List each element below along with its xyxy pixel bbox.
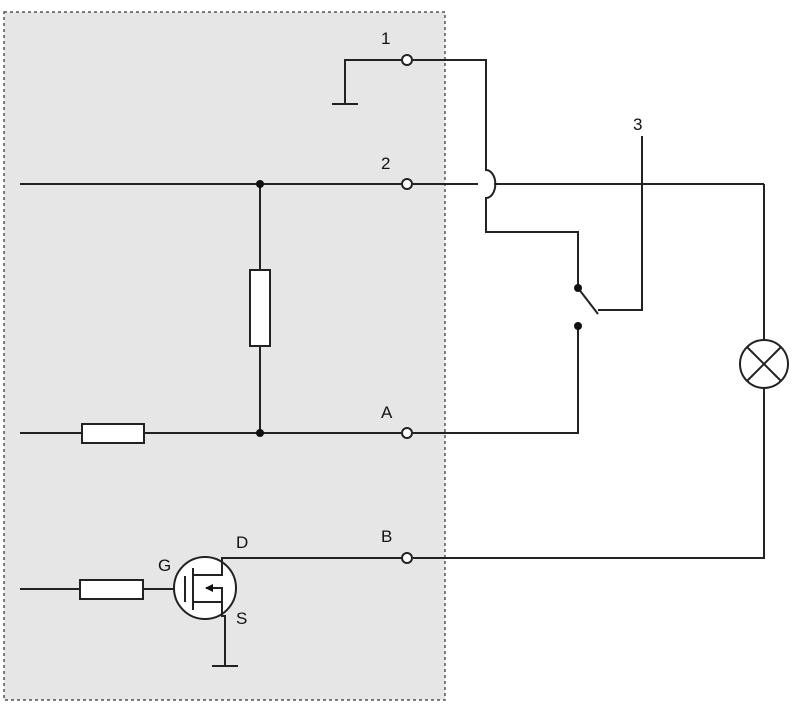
terminal-2 [401, 178, 413, 190]
terminal-b [401, 552, 413, 564]
wire-terminal-1-to-switch [413, 59, 579, 288]
terminal-a [401, 427, 413, 439]
switch [574, 136, 643, 330]
line-2 [20, 183, 765, 340]
label-terminal-a: A [381, 403, 393, 422]
label-terminal-2: 2 [381, 154, 390, 173]
label-source: S [236, 609, 247, 628]
label-drain: D [236, 533, 248, 552]
terminal-1 [401, 54, 413, 66]
lamp [413, 339, 789, 559]
junction-dot [256, 429, 264, 437]
input-resistor-a [81, 423, 145, 444]
label-terminal-b: B [381, 527, 392, 546]
label-switch-3: 3 [633, 115, 642, 134]
terminal-1-ground [332, 59, 401, 105]
label-terminal-1: 1 [381, 29, 390, 48]
line-a [20, 326, 579, 444]
mosfet [173, 556, 401, 667]
junction-dot [256, 180, 264, 188]
input-resistor-b [79, 579, 144, 600]
line-b [20, 579, 185, 600]
vertical-resistor [249, 184, 271, 433]
label-gate: G [158, 556, 171, 575]
